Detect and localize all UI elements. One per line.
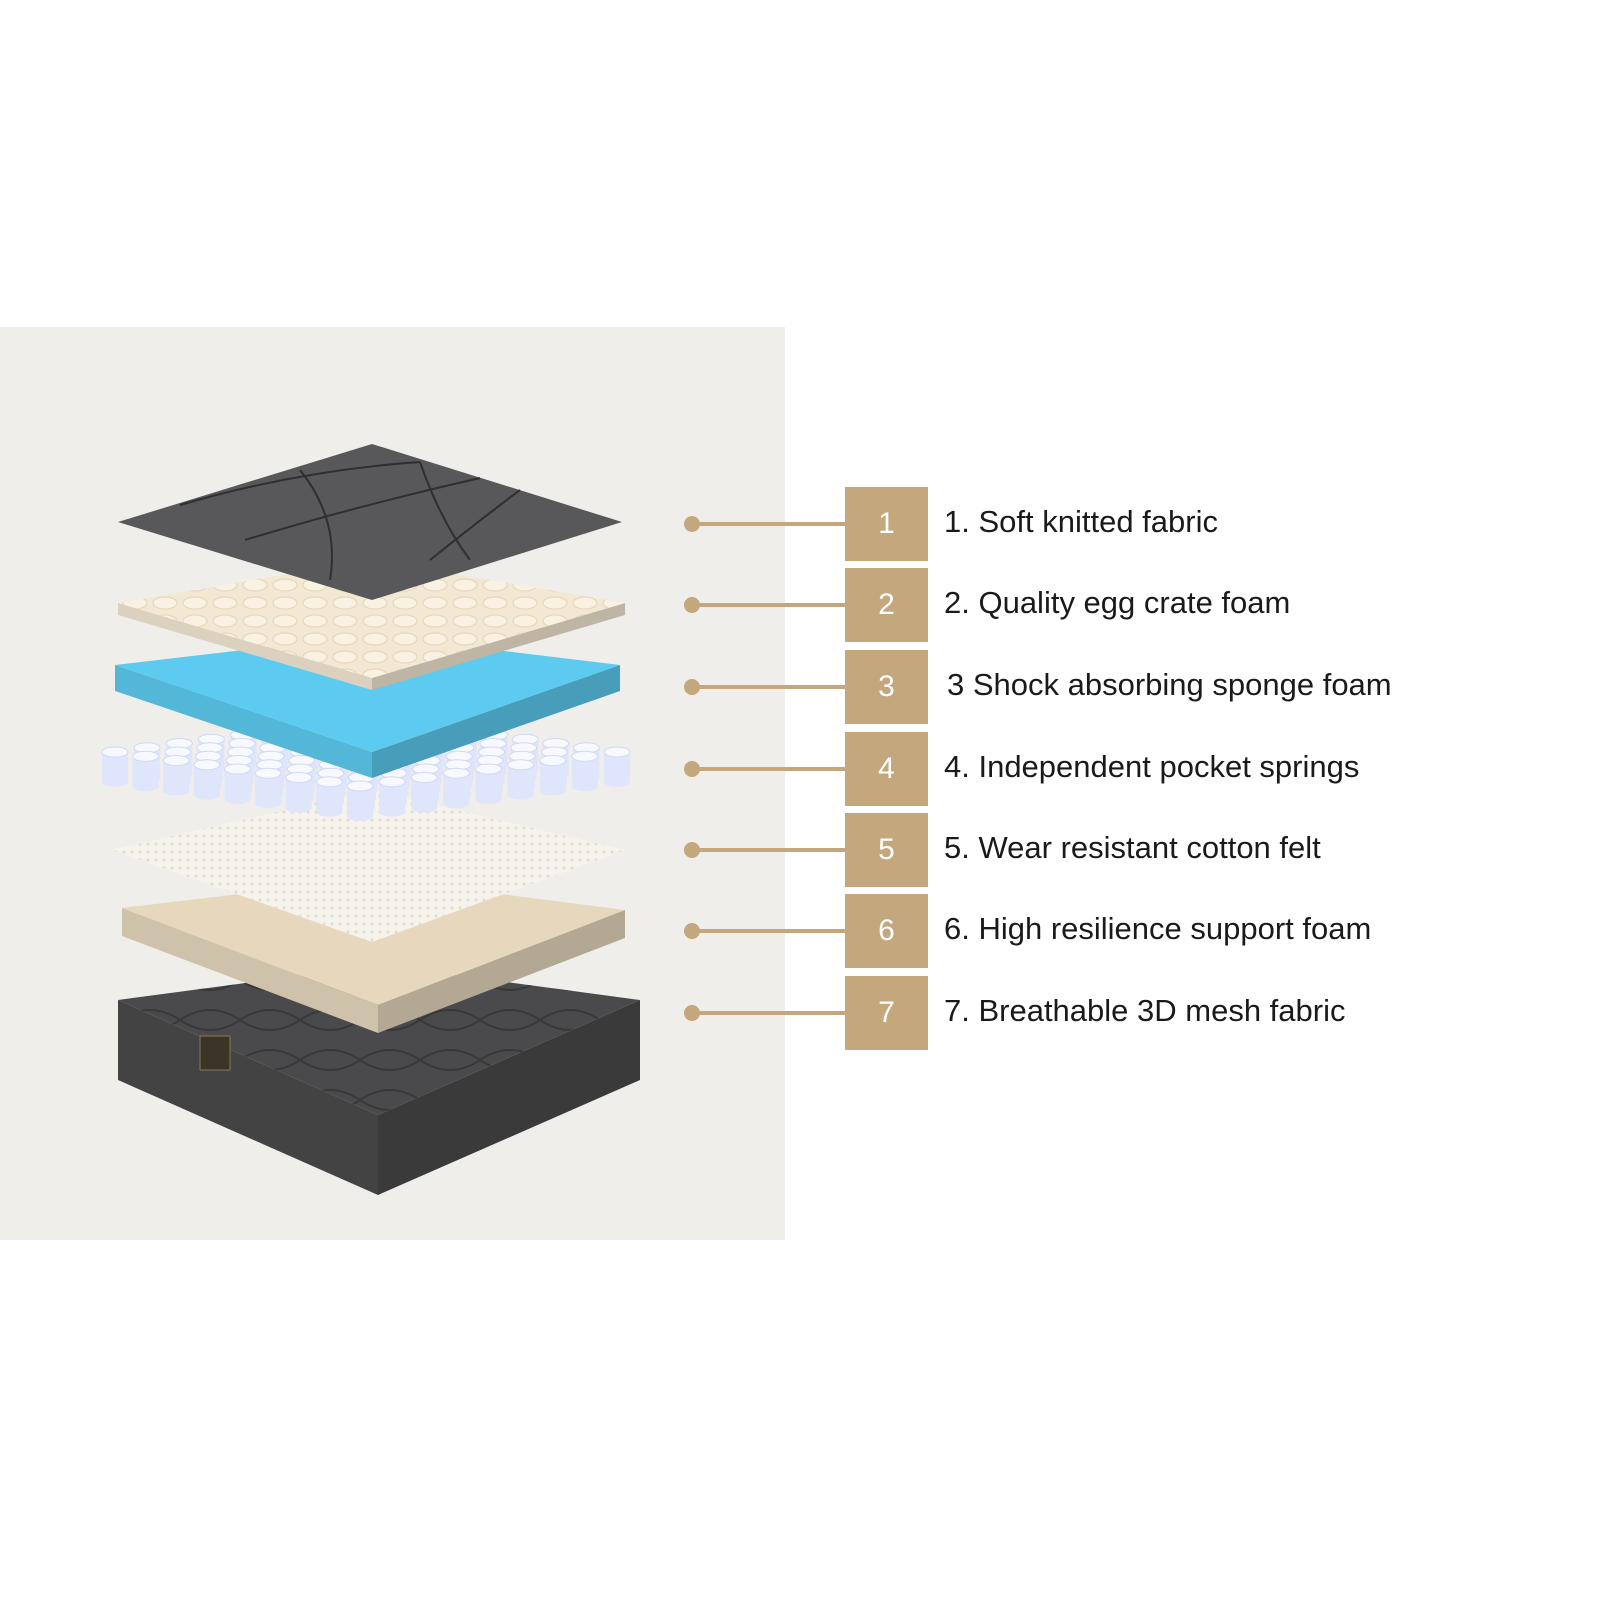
layer-label: 6. High resilience support foam xyxy=(944,911,1372,946)
spring-coil xyxy=(285,772,313,813)
spring-coil xyxy=(224,763,251,804)
layer-7-mesh-fabric xyxy=(118,965,640,1195)
spring-coil xyxy=(603,746,631,787)
spring-coil xyxy=(254,767,282,809)
spring-coil xyxy=(346,780,374,821)
connector-line xyxy=(692,1011,846,1015)
spring-coil xyxy=(507,759,535,800)
layer-5-cotton-felt xyxy=(112,790,625,942)
layer-number-badge: 6 xyxy=(845,894,928,968)
layer-6-support-foam xyxy=(122,878,625,1033)
connector-line xyxy=(692,522,846,526)
layer-callout-4: 4 4. Independent pocket springs xyxy=(684,732,1584,806)
spring-coil xyxy=(539,755,567,796)
connector-line xyxy=(692,767,846,771)
layer-1-knitted-fabric xyxy=(118,444,622,600)
spring-coil xyxy=(132,750,160,792)
layer-callout-7: 7 7. Breathable 3D mesh fabric xyxy=(684,976,1584,1050)
layer-label: 4. Independent pocket springs xyxy=(944,749,1360,784)
connector-line xyxy=(692,603,846,607)
layer-number-badge: 4 xyxy=(845,732,928,806)
layer-callout-6: 6 6. High resilience support foam xyxy=(684,894,1584,968)
layer-callout-1: 1 1. Soft knitted fabric xyxy=(684,487,1584,561)
spring-coil xyxy=(162,755,190,796)
layer-3-sponge-foam xyxy=(115,635,620,778)
layer-number-badge: 3 xyxy=(845,650,928,724)
spring-coil xyxy=(410,772,438,813)
connector-line xyxy=(692,929,846,933)
spring-coil xyxy=(378,776,406,817)
layer-callout-2: 2 2. Quality egg crate foam xyxy=(684,568,1584,642)
layer-label: 2. Quality egg crate foam xyxy=(944,585,1291,620)
layer-label: 7. Breathable 3D mesh fabric xyxy=(944,993,1346,1028)
spring-coil xyxy=(193,759,221,800)
layer-callout-3: 3 3 Shock absorbing sponge foam xyxy=(684,650,1584,724)
connector-line xyxy=(692,848,846,852)
layer-number-badge: 7 xyxy=(845,976,928,1050)
layer-label: 3 Shock absorbing sponge foam xyxy=(947,667,1392,702)
spring-coil xyxy=(475,763,502,804)
layer-2-egg-crate-foam xyxy=(118,560,625,690)
layer-number-badge: 5 xyxy=(845,813,928,887)
spring-coil xyxy=(442,767,470,809)
layer-number-badge: 1 xyxy=(845,487,928,561)
layer-number-badge: 2 xyxy=(845,568,928,642)
spring-coil xyxy=(571,750,599,792)
spring-coil xyxy=(315,776,343,817)
connector-line xyxy=(692,685,846,689)
layer-callout-5: 5 5. Wear resistant cotton felt xyxy=(684,813,1584,887)
layer-label: 5. Wear resistant cotton felt xyxy=(944,830,1321,865)
spring-coil xyxy=(101,746,129,787)
layer-label: 1. Soft knitted fabric xyxy=(944,504,1218,539)
brand-tag xyxy=(199,1035,231,1071)
